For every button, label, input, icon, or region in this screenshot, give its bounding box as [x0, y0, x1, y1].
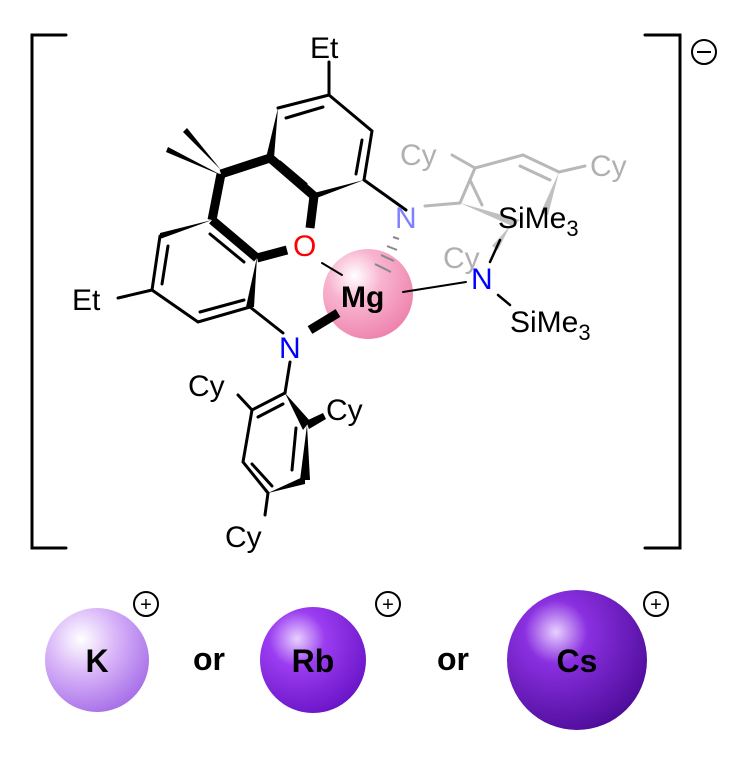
nitrogen-label-back: N [395, 202, 417, 235]
back-aryl-ring: Cy Cy Cy [400, 139, 627, 275]
lower-xanthene-ring [116, 216, 285, 335]
bond-mg-namide [402, 281, 467, 293]
cy-label-back-2: Cy [590, 150, 627, 183]
nitrogen-label-front: N [279, 332, 301, 365]
cation-k: K + [45, 591, 159, 712]
separator-or-1: or [193, 641, 225, 677]
silyl-label-lower: SiMe3 [510, 306, 591, 345]
rb-label: Rb [292, 643, 335, 679]
front-aryl-ring: Cy Cy Cy [188, 360, 363, 554]
bond-n-mg [307, 309, 341, 334]
cs-label: Cs [557, 643, 598, 679]
silyl-label-upper: SiMe3 [498, 202, 579, 241]
ethyl-label-left: Et [72, 284, 101, 317]
rb-charge: + [382, 594, 394, 616]
upper-xanthene-ring [266, 60, 408, 212]
cy-label-front-1: Cy [188, 370, 225, 403]
cation-cs: Cs + [507, 590, 669, 730]
complex-charge: ⊖ [0, 0, 1, 1]
separator-or-2: or [437, 641, 469, 677]
cy-label-front-3: Cy [225, 521, 262, 554]
bond-o-mg [321, 262, 343, 276]
left-bracket [30, 33, 68, 550]
ethyl-label-top: Et [310, 32, 339, 65]
dimethyl-bridge [166, 128, 272, 221]
oxygen-label: O [293, 230, 316, 263]
bond-c-o-lower [255, 245, 289, 263]
magnesium-label: Mg [341, 281, 384, 314]
k-label: K [85, 643, 108, 679]
k-charge: + [140, 594, 152, 616]
right-bracket [643, 33, 682, 550]
cy-label-back-3: Cy [443, 242, 480, 275]
negative-charge [691, 39, 717, 65]
cy-label-back-1: Cy [400, 139, 437, 172]
bond-c-o-upper [305, 195, 319, 229]
dashed-bond-n-mg [374, 236, 400, 273]
cation-rb: Rb + [260, 591, 401, 713]
cs-charge: + [650, 594, 662, 616]
nitrogen-label-amide: N [471, 263, 493, 296]
cy-label-front-2: Cy [326, 394, 363, 427]
